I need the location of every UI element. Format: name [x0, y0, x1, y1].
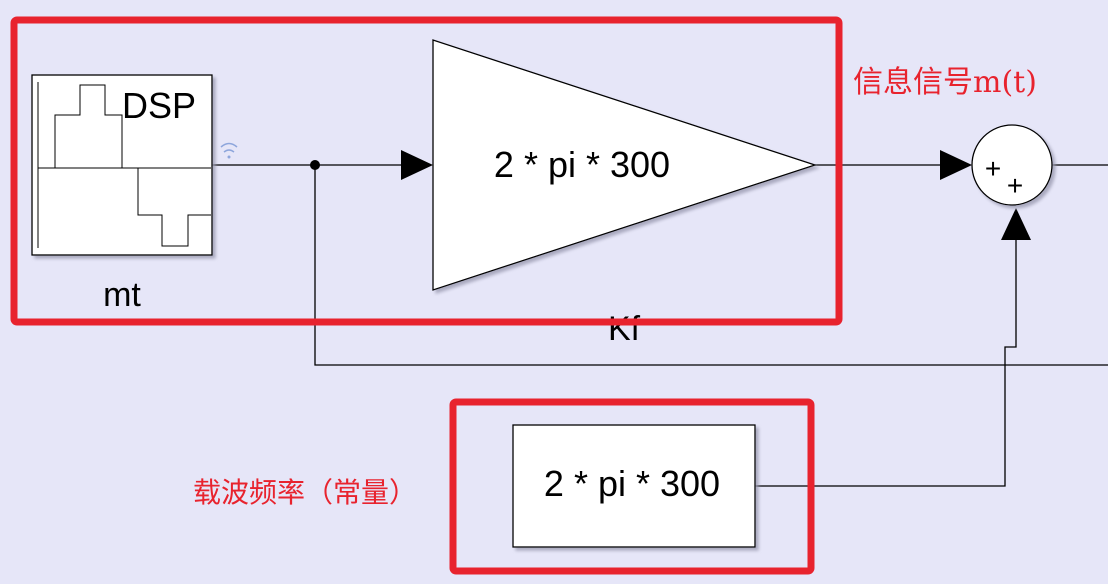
arrowhead-into-gain	[401, 150, 433, 180]
gain-triangle	[432, 39, 818, 291]
highlight-box-carrier-frequency	[449, 398, 815, 575]
sum-sign-bottom: +	[1007, 170, 1023, 201]
gain-block-name: Kf	[608, 310, 641, 348]
arrowhead-into-sum-left	[940, 150, 972, 180]
signal-from-workspace-icon	[37, 82, 211, 248]
arrowheads	[401, 150, 1031, 240]
signal-source-icon-text: DSP	[122, 85, 196, 126]
sum-block[interactable]: + +	[971, 124, 1053, 206]
message-signal-annotation: 信息信号m(t)	[853, 65, 1037, 100]
constant-frame	[512, 424, 756, 548]
constant-block[interactable]: 2 * pi * 300	[512, 424, 756, 548]
sum-circle	[971, 124, 1053, 206]
branch-point	[310, 160, 320, 170]
constant-value: 2 * pi * 300	[544, 463, 720, 504]
gain-block[interactable]: 2 * pi * 300	[432, 39, 818, 291]
line-constant-to-sum[interactable]	[755, 238, 1017, 487]
highlight-box-message-signal	[10, 16, 843, 326]
gain-value: 2 * pi * 300	[494, 144, 670, 185]
carrier-frequency-annotation: 载波频率（常量）	[193, 476, 417, 509]
arrowhead-into-sum-bottom	[1001, 208, 1031, 240]
wireless-signal-icon	[220, 142, 238, 159]
signal-source-name: mt	[103, 276, 141, 314]
sum-sign-left: +	[985, 153, 1001, 184]
line-branch-feedthrough[interactable]	[314, 165, 1108, 366]
signal-source-block[interactable]: DSP	[31, 74, 238, 256]
